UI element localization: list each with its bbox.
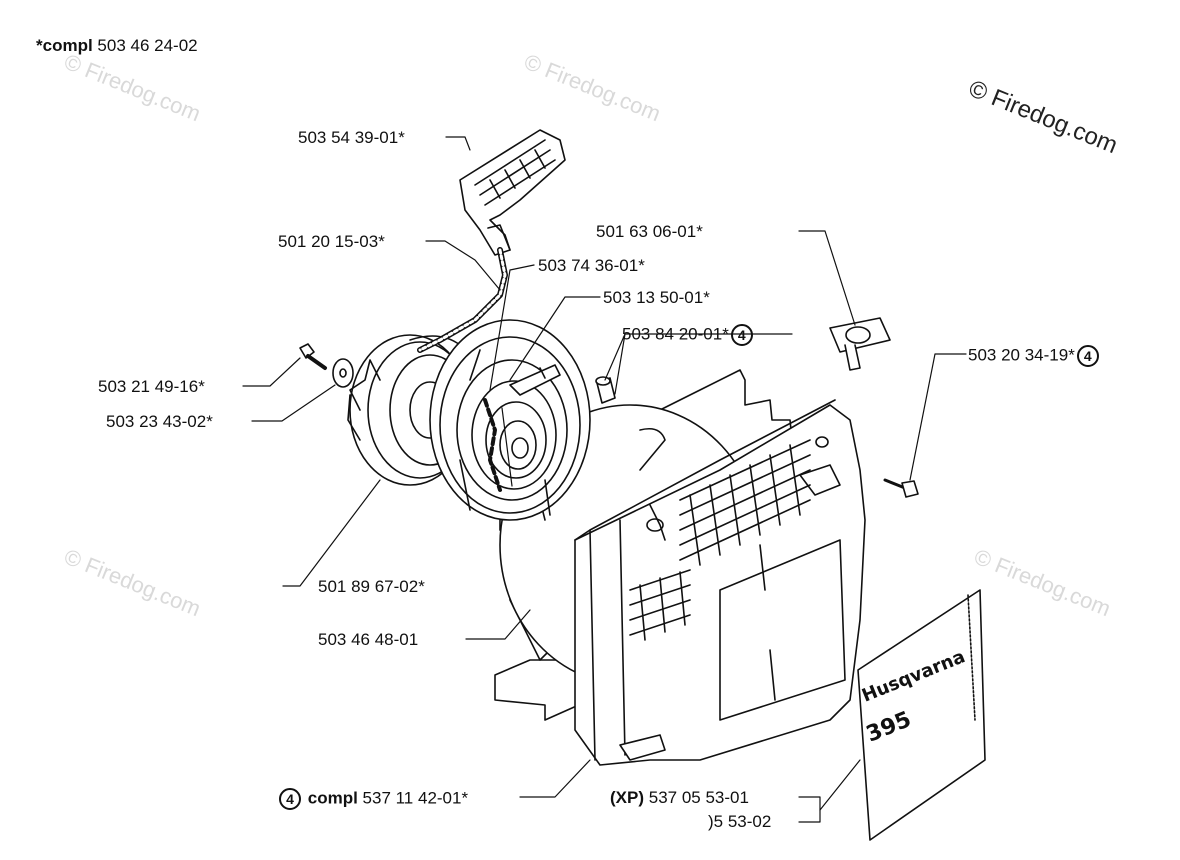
- starter-cover: [574, 399, 866, 766]
- rope-grommet: [829, 317, 891, 371]
- label-bolt: 503 21 49-16*: [98, 377, 205, 396]
- label-plate: 503 46 48-01: [318, 630, 419, 649]
- label-screw-number: 503 20 34-19*: [968, 345, 1075, 365]
- label-screw: 503 20 34-19*4: [968, 345, 1101, 367]
- label-decal-xp: (XP) 537 05 53-01: [610, 788, 749, 808]
- note-4-badge: 4: [730, 324, 753, 346]
- assembly-header: *compl 503 46 24-02: [36, 36, 198, 56]
- starter-cord: [417, 247, 508, 353]
- recoil-spring: [429, 319, 591, 521]
- bolt: [299, 343, 327, 370]
- label-bushing: 503 84 20-01*4: [622, 324, 755, 346]
- header-compl: *compl: [36, 36, 93, 55]
- label-cover-compl: compl: [307, 788, 358, 808]
- label-cover-number: 537 11 42-01*: [362, 788, 469, 808]
- label-decal-xp-tag: (XP): [610, 788, 644, 807]
- model-decal: [857, 589, 986, 841]
- label-handle: 503 54 39-01*: [298, 128, 405, 147]
- label-pulley: 501 89 67-02*: [318, 577, 425, 596]
- label-decal: )5 53-02: [708, 812, 772, 831]
- label-grommet: 501 63 06-01*: [596, 222, 703, 241]
- pawl: [509, 364, 561, 396]
- leader-lines: [242, 136, 967, 823]
- note-4-badge: 4: [1076, 345, 1099, 367]
- label-cord: 501 20 15-03*: [278, 232, 385, 251]
- starter-handle: [459, 129, 566, 256]
- cover-screw: [883, 478, 919, 498]
- label-bushing-number: 503 84 20-01*: [622, 324, 729, 344]
- note-4-badge: 4: [279, 788, 301, 810]
- label-cover: 4 compl 537 11 42-01*: [277, 788, 468, 810]
- label-washer: 503 23 43-02*: [106, 412, 213, 431]
- bushing: [595, 376, 616, 404]
- label-decal-xp-number: 537 05 53-01: [648, 788, 749, 807]
- label-spring: 503 74 36-01*: [538, 256, 645, 275]
- header-number: 503 46 24-02: [97, 36, 198, 55]
- label-pawl: 503 13 50-01*: [603, 288, 710, 307]
- washer: [332, 358, 354, 388]
